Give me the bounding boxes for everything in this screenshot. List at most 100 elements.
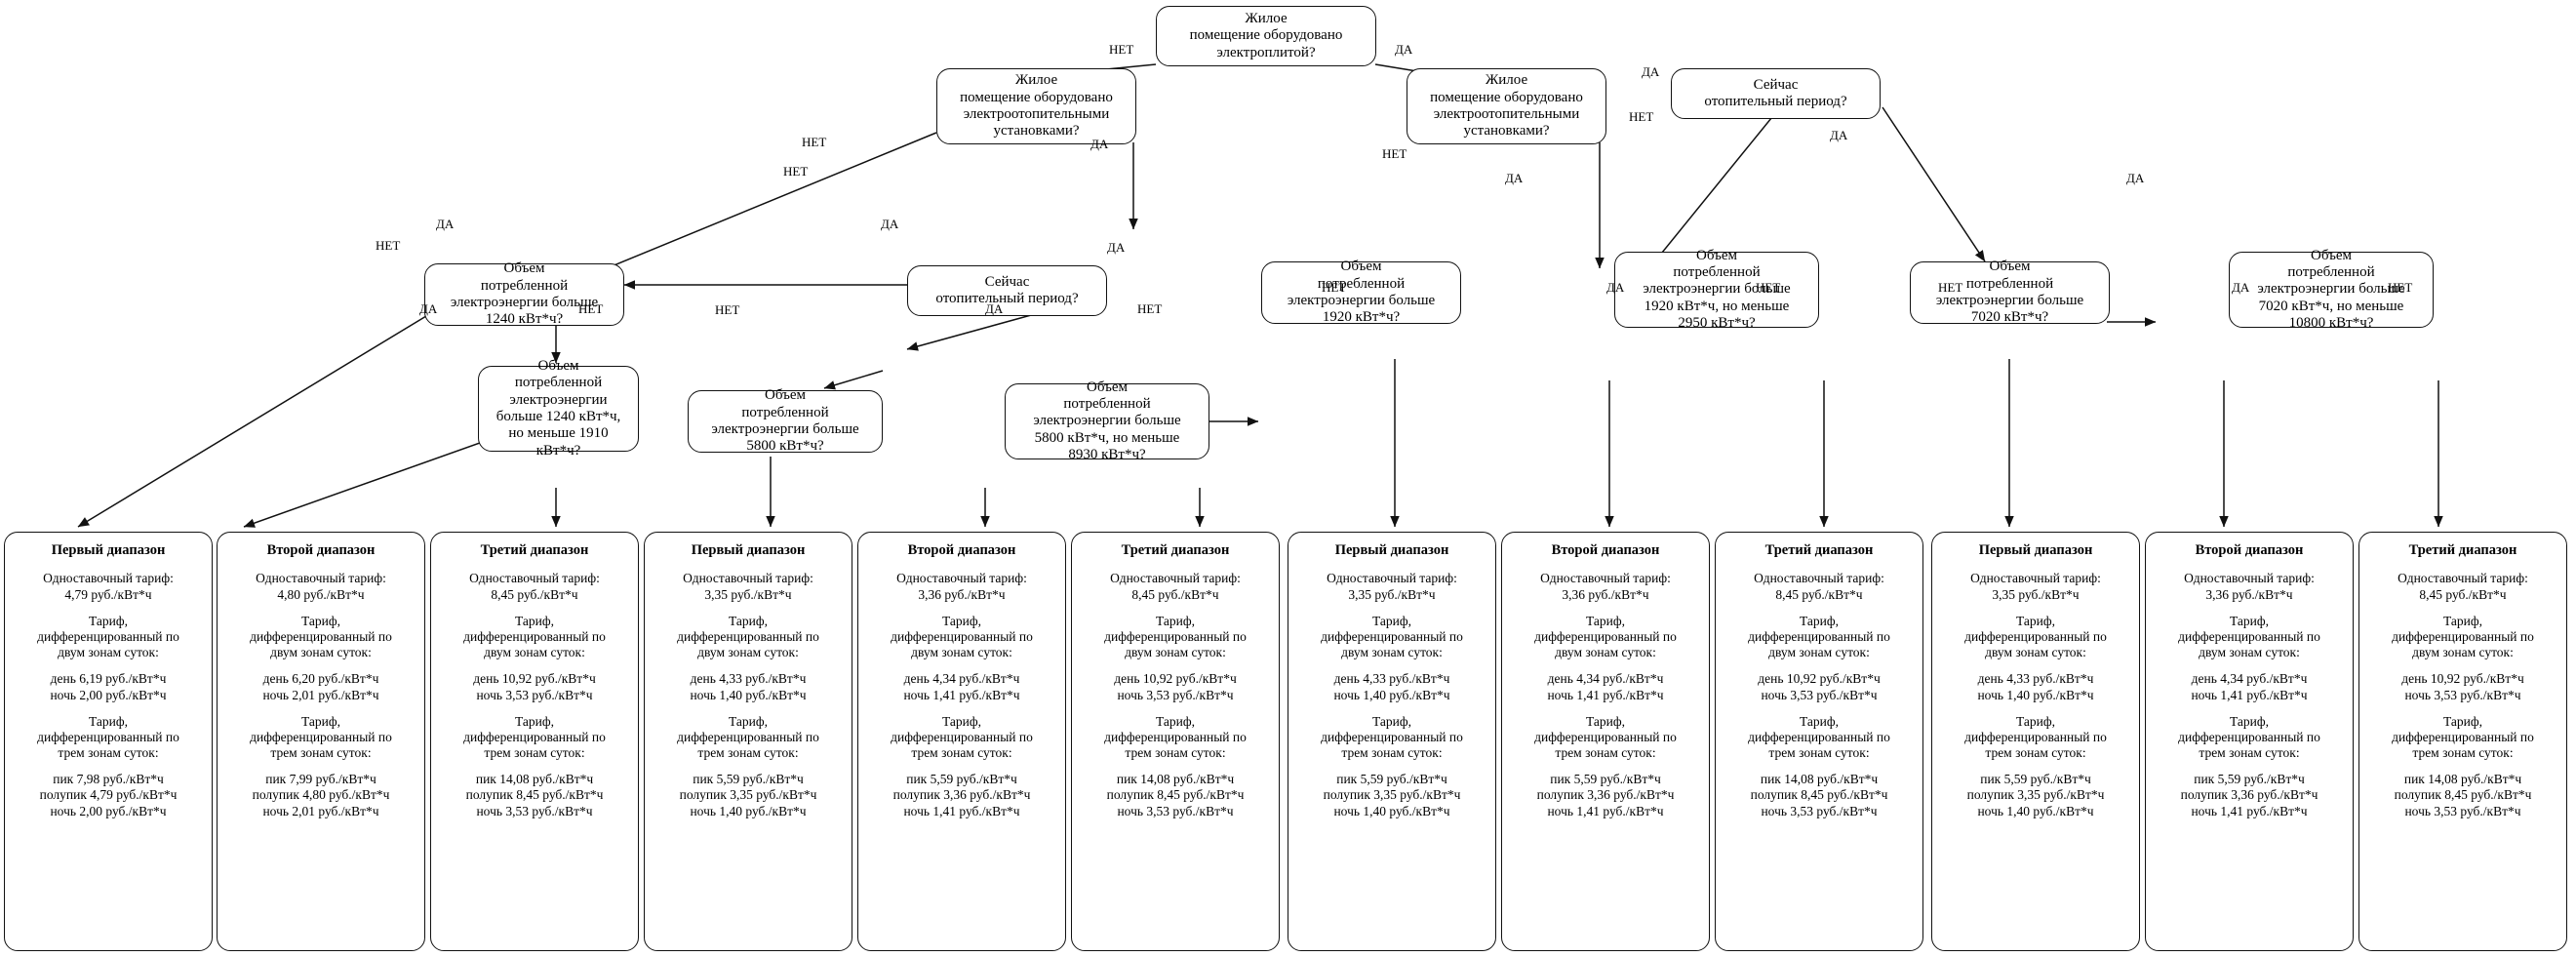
node-volume-1920-2950[interactable]: Объем потребленной электроэнергии больше… bbox=[1614, 248, 1819, 331]
three-zone-label-l3: трем зонам суток: bbox=[58, 745, 159, 761]
three-zone-peak: пик 5,59 руб./кВт*ч bbox=[1980, 772, 2091, 787]
three-zone-night: ночь 1,40 руб./кВт*ч bbox=[690, 803, 807, 818]
three-zone-halfpeak: полупик 8,45 руб./кВт*ч bbox=[1750, 787, 1888, 803]
node-line: 1920 кВт*ч? bbox=[1322, 309, 1401, 326]
node-volume-1240[interactable]: Объем потребленной электроэнергии больше… bbox=[424, 260, 624, 327]
node-volume-5800[interactable]: Объем потребленной электроэнергии больше… bbox=[688, 387, 883, 455]
single-rate-value: 8,45 руб./кВт*ч bbox=[1131, 586, 1219, 602]
three-zone-night: ночь 3,53 руб./кВт*ч bbox=[476, 803, 593, 818]
two-zone-label-l1: Тариф, bbox=[2229, 613, 2269, 628]
two-zone-day: день 10,92 руб./кВт*ч bbox=[2401, 671, 2524, 687]
single-rate-group: Одноставочный тариф:8,45 руб./кВт*ч bbox=[469, 571, 600, 602]
node-left-electric-heating[interactable]: Жилое помещение оборудовано электроотопи… bbox=[936, 68, 1136, 144]
node-line: Объем bbox=[503, 260, 545, 277]
single-rate-value: 4,79 руб./кВт*ч bbox=[64, 586, 152, 602]
two-zone-label-l2: дифференцированный по bbox=[1964, 628, 2107, 644]
node-line: 1920 кВт*ч, но меньше bbox=[1644, 298, 1790, 314]
two-zone-night: ночь 3,53 руб./кВт*ч bbox=[1761, 687, 1878, 702]
two-zone-night: ночь 1,41 руб./кВт*ч bbox=[2191, 687, 2308, 702]
edge-label: ДА bbox=[1395, 42, 1413, 57]
two-zone-day: день 4,33 руб./кВт*ч bbox=[1333, 671, 1450, 687]
result-title: Второй диапазон bbox=[266, 542, 376, 558]
node-right-heating-season[interactable]: Сейчас отопительный период? bbox=[1671, 68, 1881, 119]
three-zone-label-l2: дифференцированный по bbox=[1321, 729, 1463, 744]
single-rate-value: 8,45 руб./кВт*ч bbox=[1775, 586, 1863, 602]
two-zone-night: ночь 1,41 руб./кВт*ч bbox=[1547, 687, 1664, 702]
node-root-electric-stove[interactable]: Жилое помещение оборудовано электроплито… bbox=[1156, 6, 1376, 66]
node-volume-7020-10800[interactable]: Объем потребленной электроэнергии больше… bbox=[2229, 248, 2434, 331]
three-zone-label-l2: дифференцированный по bbox=[463, 729, 606, 744]
node-line: установками? bbox=[1463, 123, 1550, 140]
node-left-heating-season[interactable]: Сейчас отопительный период? bbox=[907, 265, 1107, 316]
node-line: Объем bbox=[1696, 247, 1737, 263]
edge-label: НЕТ bbox=[578, 301, 604, 316]
three-zone-label-l1: Тариф, bbox=[1799, 713, 1839, 729]
two-zone-day: день 10,92 руб./кВт*ч bbox=[473, 671, 596, 687]
result-title: Первый диапазон bbox=[1334, 542, 1449, 558]
node-right-electric-heating[interactable]: Жилое помещение оборудовано электроотопи… bbox=[1407, 68, 1606, 144]
node-volume-5800-8930[interactable]: Объем потребленной электроэнергии больше… bbox=[1005, 379, 1209, 462]
node-line: Сейчас bbox=[1753, 76, 1799, 93]
node-line: электроэнергии больше bbox=[1643, 281, 1791, 298]
node-line: 5800 кВт*ч? bbox=[746, 438, 824, 455]
edge-label: ДА bbox=[881, 217, 899, 231]
three-zone-halfpeak: полупик 8,45 руб./кВт*ч bbox=[2394, 787, 2532, 803]
node-line: Объем bbox=[1989, 259, 2031, 275]
single-rate-label: Одноставочный тариф: bbox=[683, 571, 813, 586]
two-zone-day: день 6,20 руб./кВт*ч bbox=[262, 671, 379, 687]
single-rate-label: Одноставочный тариф: bbox=[896, 571, 1027, 586]
two-zone-label-l3: двум зонам суток: bbox=[2412, 645, 2514, 660]
node-line: потребленной bbox=[1673, 263, 1761, 280]
two-zone-label-l2: дифференцированный по bbox=[1534, 628, 1677, 644]
three-zone-label-l1: Тариф, bbox=[300, 713, 340, 729]
two-zone-label-l1: Тариф, bbox=[1371, 613, 1411, 628]
edge-label: ДА bbox=[1606, 280, 1625, 295]
single-rate-group: Одноставочный тариф:4,80 руб./кВт*ч bbox=[256, 571, 386, 602]
three-zone-halfpeak: полупик 3,35 руб./кВт*ч bbox=[679, 787, 817, 803]
node-line: электроотопительными bbox=[963, 106, 1110, 122]
three-zone-label-l2: дифференцированный по bbox=[891, 729, 1033, 744]
edge-label: НЕТ bbox=[376, 238, 401, 253]
two-zone-label-l3: двум зонам суток: bbox=[697, 645, 799, 660]
three-zone-peak: пик 14,08 руб./кВт*ч bbox=[1116, 772, 1235, 787]
node-volume-1240-1910[interactable]: Объем потребленной электроэнергии больше… bbox=[478, 358, 639, 459]
two-zone-label-l1: Тариф, bbox=[941, 613, 981, 628]
node-line: отопительный период? bbox=[935, 291, 1079, 306]
two-zone-label-l1: Тариф, bbox=[514, 613, 554, 628]
three-zone-halfpeak: полупик 3,35 руб./кВт*ч bbox=[1323, 787, 1461, 803]
node-volume-7020[interactable]: Объем потребленной электроэнергии больше… bbox=[1910, 259, 2110, 325]
node-volume-1920[interactable]: Объем потребленной электроэнергии больше… bbox=[1261, 259, 1461, 326]
two-zone-label-l2: дифференцированный по bbox=[2178, 628, 2320, 644]
single-rate-label: Одноставочный тариф: bbox=[1970, 571, 2101, 586]
two-zone-label-l3: двум зонам суток: bbox=[484, 645, 585, 660]
node-line: Жилое bbox=[1014, 72, 1058, 89]
three-zone-label-l2: дифференцированный по bbox=[1964, 729, 2107, 744]
three-zone-label-l2: дифференцированный по bbox=[250, 729, 392, 744]
edge-label: НЕТ bbox=[1382, 146, 1407, 161]
